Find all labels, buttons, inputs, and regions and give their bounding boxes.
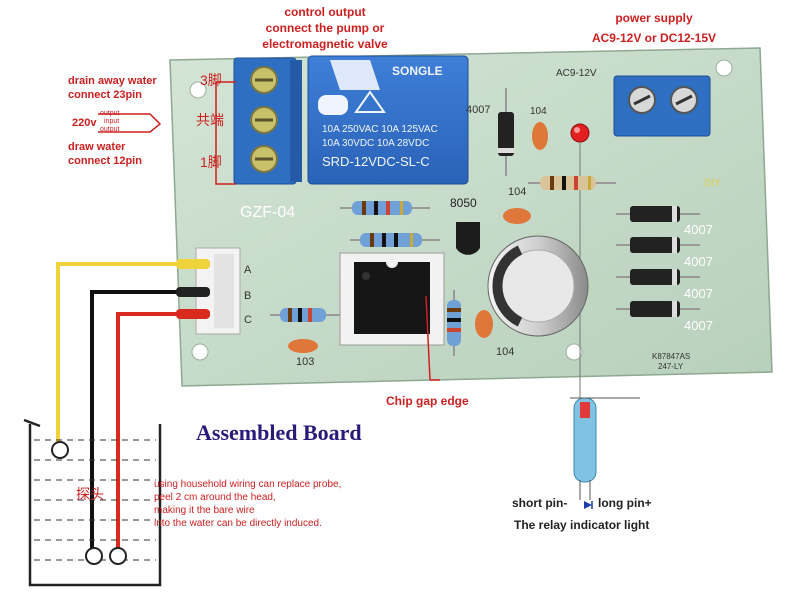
probe-note-line-1: using household wiring can replace probe… — [154, 479, 342, 490]
cap-bottom-right-label: 104 — [496, 346, 515, 358]
ceramic-capacitor — [532, 122, 548, 150]
assembled-board-title: Assembled Board — [196, 420, 362, 445]
terminal-label-3: 3脚 — [200, 72, 222, 88]
resistor — [528, 176, 616, 190]
small-output-label-top: output — [100, 110, 120, 117]
draw-line-2: connect 12pin — [68, 155, 142, 167]
diode-label-1: 4007 — [684, 222, 713, 237]
ceramic-capacitor — [503, 208, 531, 224]
mount-hole — [715, 59, 733, 77]
diode-label-3: 4007 — [684, 286, 713, 301]
probe-label: 探头 — [76, 486, 104, 502]
cap-top-label: 104 — [530, 106, 547, 117]
indicator-led — [573, 397, 597, 509]
diy-label: DIY — [704, 178, 721, 189]
power-terminal — [613, 75, 711, 137]
relay-model: SRD-12VDC-SL-C — [322, 154, 430, 169]
power-supply-line-2: AC9-12V or DC12-15V — [591, 31, 717, 45]
resistor — [340, 201, 430, 215]
terminal-label-1: 1脚 — [200, 154, 222, 170]
power-supply-line-1: power supply — [615, 11, 693, 25]
relay-brand: SONGLE — [392, 64, 443, 78]
probe-note-line-4: into the water can be directly induced. — [154, 518, 322, 529]
relay-rating-1: 10A 250VAC 10A 125VAC — [322, 124, 438, 135]
draw-line-1: draw water — [68, 141, 126, 153]
resistor — [270, 308, 340, 322]
transistor — [456, 222, 480, 255]
relay-rating-2: 10A 30VDC 10A 28VDC — [322, 138, 430, 149]
probe-note-line-2: peel 2 cm around the head, — [154, 492, 276, 503]
led — [570, 123, 590, 143]
diode-top-label: 4007 — [466, 104, 491, 116]
power-supply-label: power supply AC9-12V or DC12-15V — [574, 8, 734, 48]
diode-label-2: 4007 — [684, 254, 713, 269]
diode-bank — [616, 206, 700, 317]
chip-gap-label: Chip gap edge — [386, 394, 469, 408]
control-output-label: control output connect the pump or elect… — [230, 4, 420, 52]
ac-label: AC9-12V — [556, 68, 597, 79]
control-output-line-1: control output — [284, 5, 366, 19]
electrolytic-capacitor — [487, 235, 589, 337]
board-code-1: K87847AS — [652, 352, 691, 361]
board-code-2: 247-LY — [658, 362, 684, 371]
diode-top — [498, 88, 514, 176]
mount-hole — [565, 343, 583, 361]
cap-mid-label: 104 — [508, 186, 527, 198]
small-output-label-bottom: output — [100, 126, 120, 133]
ceramic-capacitor — [475, 310, 493, 338]
ic-chip — [339, 252, 445, 346]
short-pin-label: short pin- — [512, 496, 568, 510]
ceramic-capacitor — [288, 339, 318, 353]
annotation-lines — [98, 81, 440, 381]
long-pin-label: long pin+ — [598, 496, 652, 510]
draw-label: draw water connect 12pin — [68, 140, 142, 168]
pin-c-label: C — [244, 314, 252, 326]
probe-note: using household wiring can replace probe… — [154, 478, 341, 530]
water-beaker — [23, 418, 162, 587]
pin-b-label: B — [244, 290, 252, 302]
diode-label-4: 4007 — [684, 318, 713, 333]
transistor-label: 8050 — [450, 196, 477, 210]
small-input-label: input — [104, 118, 120, 125]
mount-hole — [189, 81, 207, 99]
output-terminal-block — [233, 57, 302, 185]
control-output-line-3: electromagnetic valve — [262, 37, 388, 51]
cap-bottom-label: 103 — [296, 356, 315, 368]
board-model: GZF-04 — [240, 204, 296, 221]
voltage-label: 220v — [72, 117, 97, 129]
terminal-label-common: 共端 — [196, 112, 224, 128]
drain-line-2: connect 23pin — [68, 89, 142, 101]
pin-a-label: A — [244, 264, 252, 276]
control-output-line-2: connect the pump or — [265, 21, 385, 35]
mount-hole — [191, 343, 209, 361]
resistor — [350, 233, 440, 247]
drain-line-1: drain away water — [68, 75, 157, 87]
indicator-label: The relay indicator light — [514, 518, 650, 532]
drain-label: drain away water connect 23pin — [68, 74, 157, 102]
relay — [307, 55, 469, 185]
probe-note-line-3: making it the bare wire — [154, 505, 255, 516]
resistor — [447, 290, 461, 356]
